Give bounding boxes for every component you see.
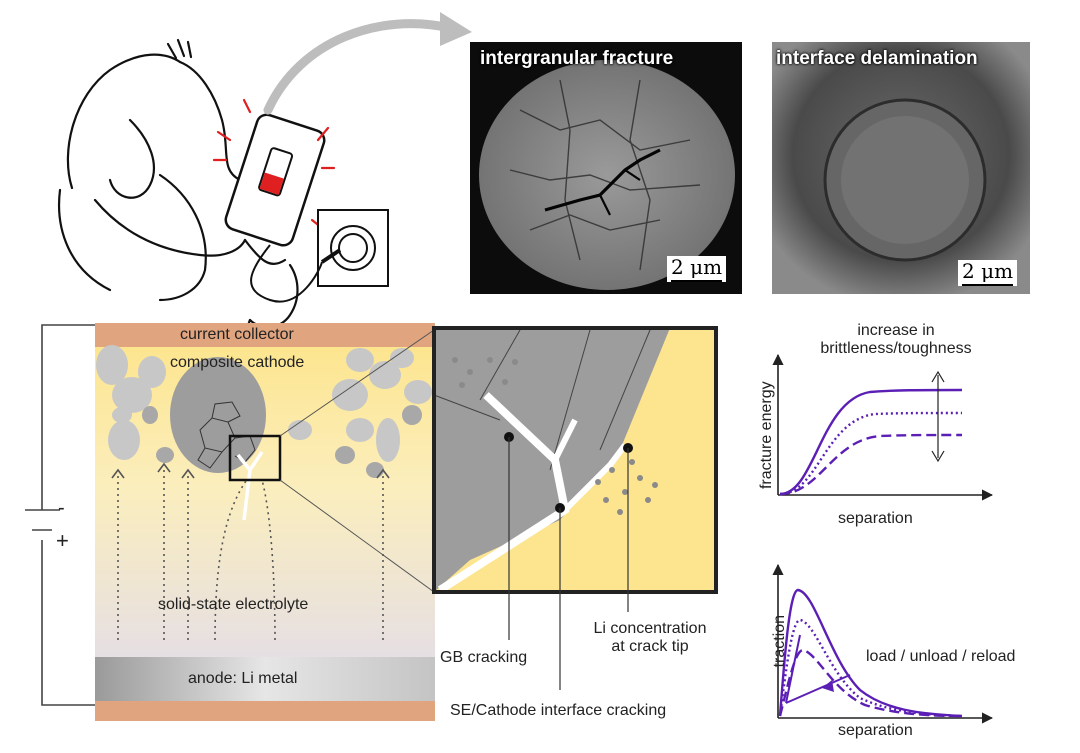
fe-curve-dashed xyxy=(779,433,963,496)
tr-unload-reload xyxy=(785,634,851,704)
tr-curve-dotted xyxy=(778,618,963,718)
solid-state-electrolyte-label: solid-state electrolyte xyxy=(158,596,309,613)
interface-delamination-title: interface delamination xyxy=(776,48,978,69)
zoom-connector-bottom xyxy=(279,479,435,593)
zoom-connector-top xyxy=(279,329,435,437)
phone-sketch xyxy=(212,98,336,247)
micrograph-right xyxy=(772,42,1030,294)
curved-arrow-head xyxy=(440,12,472,46)
micrograph-left xyxy=(470,42,742,294)
traction-graph xyxy=(772,563,994,724)
composite-cathode-label: composite cathode xyxy=(170,354,305,371)
brittleness-title-line2: brittleness/toughness xyxy=(820,340,972,358)
load-unload-reload-label: load / unload / reload xyxy=(866,648,1016,665)
traction-axis-label: traction xyxy=(770,614,788,668)
scale-bar-right-line xyxy=(962,284,1014,286)
tr-reload-arrow xyxy=(822,680,834,692)
scale-bar-right: 2 μm xyxy=(958,259,1018,286)
top-separation-axis-label: separation xyxy=(838,510,913,527)
zoom-leader-lines xyxy=(508,437,629,690)
scale-bar-left-line xyxy=(671,280,723,282)
brittleness-title-line1: increase in xyxy=(857,322,935,339)
gb-cracking-label: GB cracking xyxy=(440,649,528,666)
zoom-view xyxy=(432,326,718,594)
brittleness-title: increase in brittleness/toughness xyxy=(806,322,986,359)
curved-arrow xyxy=(263,19,455,115)
polarity-plus: + xyxy=(56,528,69,553)
tr-curve-solid xyxy=(778,588,963,718)
scale-bar-right-text: 2 μm xyxy=(962,259,1014,283)
battery-cell xyxy=(95,323,435,721)
li-concentration-label: Li concentration at crack tip xyxy=(580,620,720,657)
socket-sketch xyxy=(250,209,389,303)
intergranular-fracture-title: intergranular fracture xyxy=(480,48,674,69)
fe-curve-solid xyxy=(779,388,963,496)
scale-bar-left: 2 μm xyxy=(667,255,727,282)
circuit-wire xyxy=(25,324,100,706)
fe-curve-dotted xyxy=(779,411,963,496)
interface-cracking-label: SE/Cathode interface cracking xyxy=(450,702,667,719)
current-collector-label: current collector xyxy=(180,326,294,343)
bottom-separation-axis-label: separation xyxy=(838,722,913,739)
fracture-energy-axis-label: fracture energy xyxy=(757,381,775,490)
scale-bar-left-text: 2 μm xyxy=(671,255,723,279)
li-concentration-line1: Li concentration xyxy=(593,620,707,637)
polarity-minus: - xyxy=(58,497,65,519)
fracture-energy-graph xyxy=(772,353,994,501)
anode-label: anode: Li metal xyxy=(188,670,298,687)
li-concentration-line2: at crack tip xyxy=(611,638,689,656)
